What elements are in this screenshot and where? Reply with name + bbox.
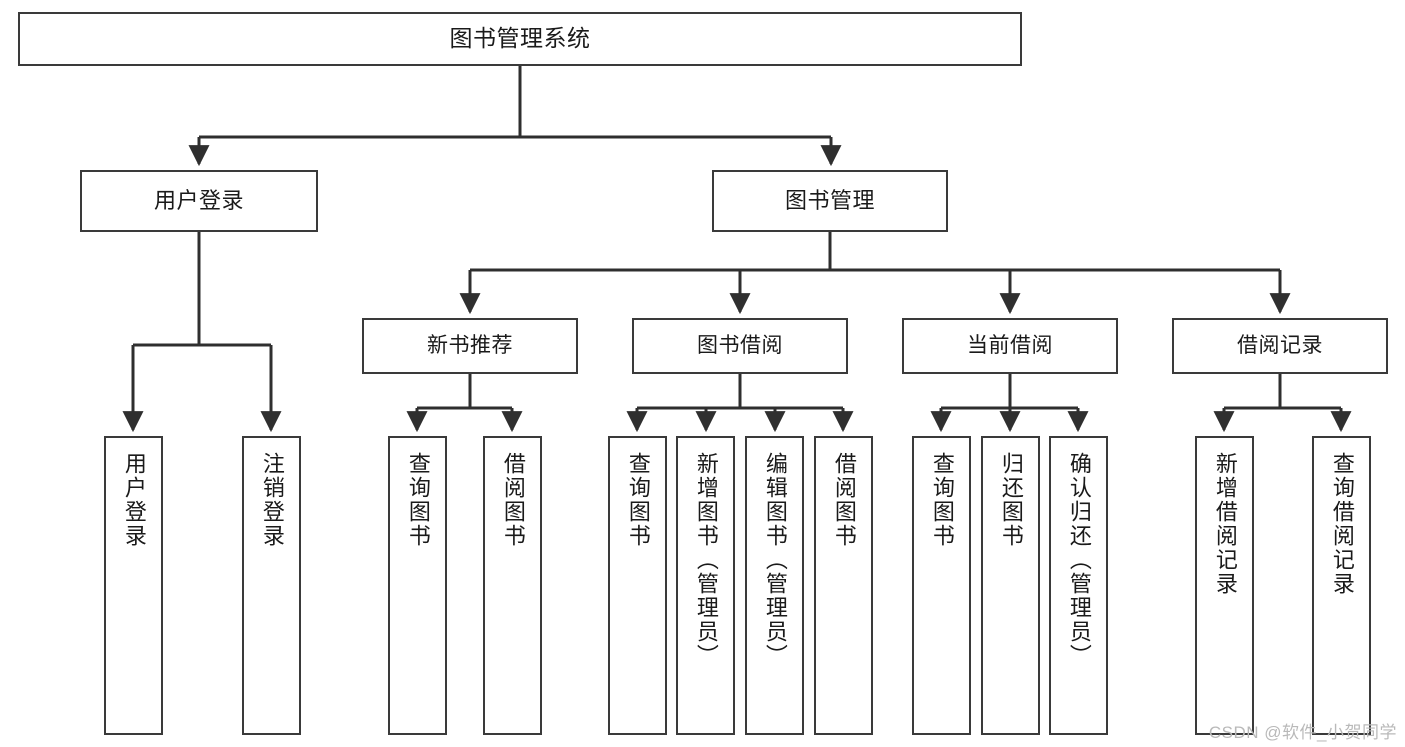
- node-label: 图书管理系统: [449, 25, 591, 52]
- node-label: 确认归还（管理员）: [1066, 452, 1092, 668]
- watermark: CSDN @软件_小贺同学: [1208, 723, 1397, 742]
- node-book-borrow[interactable]: 图书借阅: [632, 318, 848, 374]
- node-label: 用户登录: [153, 188, 244, 214]
- node-label: 新增借阅记录: [1212, 452, 1238, 596]
- node-leaf-return-book[interactable]: 归还图书: [981, 436, 1040, 735]
- node-label: 借阅记录: [1237, 333, 1323, 357]
- node-label: 注销登录: [259, 452, 285, 548]
- node-label: 当前借阅: [967, 333, 1053, 357]
- node-label: 查询图书: [625, 452, 651, 548]
- node-new-book-recommendation[interactable]: 新书推荐: [362, 318, 578, 374]
- node-label: 用户登录: [121, 452, 147, 548]
- node-label: 图书管理: [784, 188, 875, 214]
- node-label: 编辑图书（管理员）: [762, 452, 788, 668]
- node-borrow-record[interactable]: 借阅记录: [1172, 318, 1388, 374]
- node-label: 借阅图书: [831, 452, 857, 548]
- node-leaf-add-book[interactable]: 新增图书（管理员）: [676, 436, 735, 735]
- node-leaf-add-borrow-record[interactable]: 新增借阅记录: [1195, 436, 1254, 735]
- node-book-management[interactable]: 图书管理: [712, 170, 948, 232]
- node-root[interactable]: 图书管理系统: [18, 12, 1022, 66]
- node-label: 借阅图书: [500, 452, 526, 548]
- node-label: 查询图书: [929, 452, 955, 548]
- node-label: 查询图书: [405, 452, 431, 548]
- node-leaf-user-logout[interactable]: 注销登录: [242, 436, 301, 735]
- node-leaf-user-login[interactable]: 用户登录: [104, 436, 163, 735]
- node-leaf-query-borrow-record[interactable]: 查询借阅记录: [1312, 436, 1371, 735]
- node-leaf-borrow-book-1[interactable]: 借阅图书: [483, 436, 542, 735]
- node-leaf-query-book-3[interactable]: 查询图书: [912, 436, 971, 735]
- node-leaf-confirm-return[interactable]: 确认归还（管理员）: [1049, 436, 1108, 735]
- node-leaf-borrow-book-2[interactable]: 借阅图书: [814, 436, 873, 735]
- node-label: 新增图书（管理员）: [693, 452, 719, 668]
- node-leaf-edit-book[interactable]: 编辑图书（管理员）: [745, 436, 804, 735]
- node-label: 新书推荐: [427, 333, 513, 357]
- node-label: 查询借阅记录: [1329, 452, 1355, 596]
- node-current-borrow[interactable]: 当前借阅: [902, 318, 1118, 374]
- node-label: 归还图书: [998, 452, 1024, 548]
- node-user-login[interactable]: 用户登录: [80, 170, 318, 232]
- node-leaf-query-book-2[interactable]: 查询图书: [608, 436, 667, 735]
- node-leaf-query-book-1[interactable]: 查询图书: [388, 436, 447, 735]
- node-label: 图书借阅: [697, 333, 783, 357]
